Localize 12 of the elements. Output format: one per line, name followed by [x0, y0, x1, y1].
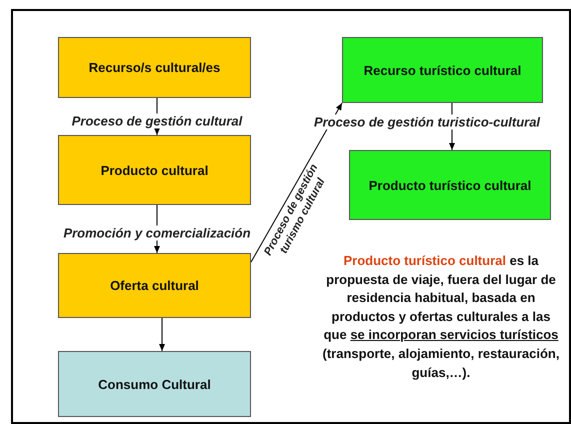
edge-label: Promoción y comercialización [61, 226, 253, 240]
process-box: Recurso/s cultural/es [58, 37, 251, 98]
process-box: Consumo Cultural [58, 351, 251, 417]
arrow [159, 318, 166, 352]
arrow [250, 102, 342, 263]
process-box: Producto cultural [58, 135, 251, 205]
edge-label: Proceso de gestión turistico-cultural [312, 114, 542, 130]
process-box: Recurso turístico cultural [342, 37, 543, 103]
edge-label: Proceso de gestión cultural [70, 114, 244, 128]
process-box: Producto turístico cultural [349, 150, 551, 220]
process-box: Oferta cultural [58, 253, 251, 318]
definition-text: Producto turístico cultural es la propuesta de viaje, fuera del lugar de residencia habitual, basada en productos y ofertas culturales a las que se incorporan servicios turísticos (transporte, alojamiento, restauración, guías,…). [322, 252, 560, 382]
